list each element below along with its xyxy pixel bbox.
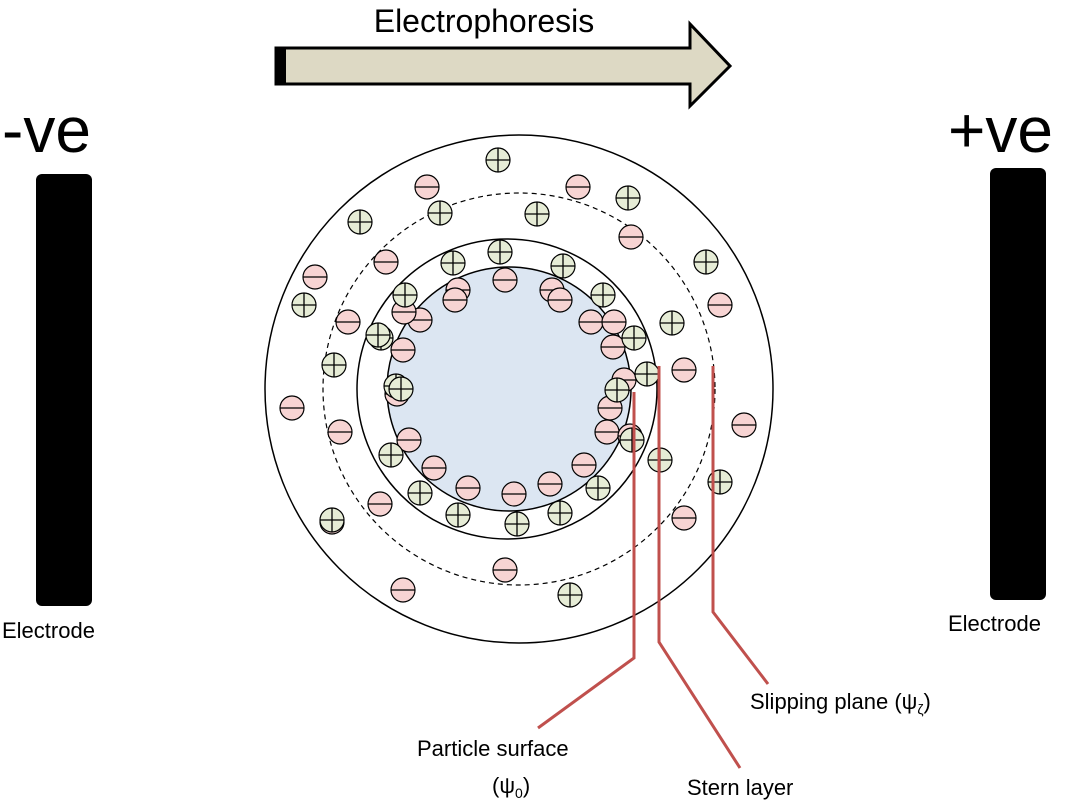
positive-ion — [321, 352, 347, 378]
positive-ion — [619, 427, 645, 453]
positive-ion — [485, 147, 511, 173]
negative-ion — [421, 455, 447, 481]
positive-ion — [604, 377, 630, 403]
positive-ion — [445, 502, 471, 528]
positive-ion — [365, 322, 391, 348]
negative-ion — [671, 505, 697, 531]
positive-ion — [634, 361, 660, 387]
negative-electrode-label: Electrode — [2, 618, 95, 643]
positive-ion — [524, 201, 550, 227]
negative-ion — [501, 481, 527, 507]
negative-ion — [455, 475, 481, 501]
positive-ion — [378, 442, 404, 468]
negative-ion — [335, 309, 361, 335]
negative-ion — [537, 471, 563, 497]
negative-ion — [414, 174, 440, 200]
positive-ion — [440, 250, 466, 276]
ions-group — [279, 147, 757, 608]
positive-electrode — [990, 168, 1046, 600]
particle-surface-label: Particle surface — [417, 736, 569, 761]
negative-ion — [618, 224, 644, 250]
stern-layer-label: Stern layer — [687, 775, 793, 800]
slipping-plane-label: Slipping plane (ψζ) — [750, 689, 931, 717]
negative-ion — [390, 337, 416, 363]
positive-ion — [621, 325, 647, 351]
negative-ion — [302, 264, 328, 290]
negative-ion — [671, 357, 697, 383]
positive-ion — [547, 500, 573, 526]
electrophoresis-arrow — [274, 20, 733, 110]
negative-ion — [601, 309, 627, 335]
negative-electrode — [36, 174, 92, 606]
negative-ion — [390, 577, 416, 603]
positive-ion — [427, 200, 453, 226]
negative-ion — [492, 557, 518, 583]
positive-ion — [659, 310, 685, 336]
slipping-plane-pointer — [711, 366, 770, 685]
negative-ion — [442, 287, 468, 313]
slipping-plane-boundary — [322, 192, 716, 586]
stern-layer-pointer — [657, 366, 742, 769]
negative-ion — [707, 292, 733, 318]
positive-ion — [291, 292, 317, 318]
negative-ion — [731, 412, 757, 438]
positive-ion — [388, 376, 414, 402]
negative-ion — [571, 452, 597, 478]
negative-ion — [594, 419, 620, 445]
callout-lines — [537, 366, 770, 769]
positive-ion — [615, 185, 641, 211]
negative-ion — [578, 309, 604, 335]
positive-ion — [557, 582, 583, 608]
negative-ion — [327, 419, 353, 445]
positive-ion — [319, 507, 345, 533]
negative-ion — [373, 249, 399, 275]
negative-ion — [367, 491, 393, 517]
positive-ion — [590, 282, 616, 308]
negative-ion — [492, 267, 518, 293]
positive-ion — [585, 475, 611, 501]
positive-ion — [487, 239, 513, 265]
negative-ion — [396, 427, 422, 453]
positive-ion — [504, 511, 530, 537]
positive-ion — [407, 480, 433, 506]
particle-surface-potential: (ψ0) — [492, 773, 530, 801]
negative-ion — [600, 334, 626, 360]
positive-ion — [550, 253, 576, 279]
positive-ion — [347, 209, 373, 235]
particle-surface-pointer — [537, 392, 636, 730]
negative-ion — [565, 174, 591, 200]
negative-electrode-sign: -ve — [2, 94, 91, 166]
positive-electrode-label: Electrode — [948, 611, 1041, 636]
positive-ion — [392, 282, 418, 308]
positive-electrode-sign: +ve — [948, 94, 1053, 166]
electrophoresis-title: Electrophoresis — [374, 3, 595, 39]
negative-ion — [279, 395, 305, 421]
positive-ion — [693, 249, 719, 275]
negative-ion — [547, 287, 573, 313]
